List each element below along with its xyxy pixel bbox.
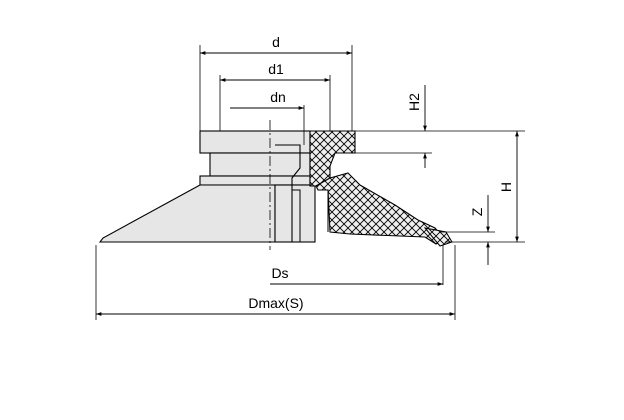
neck xyxy=(209,152,311,177)
extension-lines xyxy=(95,45,525,320)
label-h2: H2 xyxy=(406,93,422,111)
dimension-lines xyxy=(95,51,519,316)
conical-lip xyxy=(98,184,276,243)
label-d: d xyxy=(272,34,280,50)
shoulder-band xyxy=(199,175,311,186)
top-flange xyxy=(199,130,311,154)
lip-section-hatch xyxy=(315,172,446,245)
label-d1: d1 xyxy=(268,61,284,77)
suction-cup-body xyxy=(98,130,329,243)
label-dmax: Dmax(S) xyxy=(248,295,303,311)
cross-section xyxy=(309,130,453,247)
inner-chamber-wall xyxy=(318,189,329,232)
upper-section-hatch xyxy=(309,130,356,187)
label-z: Z xyxy=(469,207,485,216)
dimension-labels: d d1 dn Ds Dmax(S) H H2 Z xyxy=(248,34,514,311)
label-h: H xyxy=(498,182,514,192)
label-ds: Ds xyxy=(271,265,288,281)
body-base-right xyxy=(274,184,316,243)
inner-chamber-step xyxy=(292,189,301,242)
label-dn: dn xyxy=(270,89,286,105)
inner-insert-outline xyxy=(275,144,301,242)
